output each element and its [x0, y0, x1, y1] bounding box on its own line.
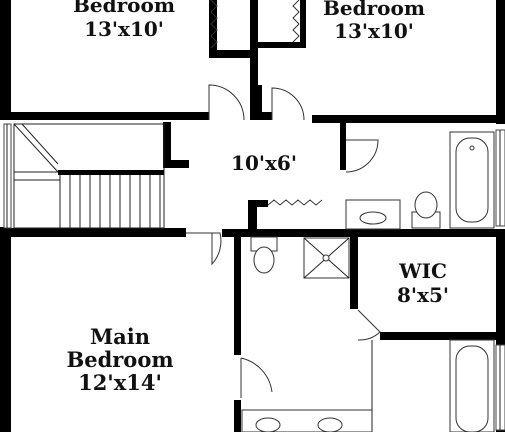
wall-hall-bottom-right: [222, 229, 362, 237]
wall-left-exterior-upper: [0, 0, 11, 120]
wall-closet-divider: [250, 0, 258, 92]
staircase: [13, 123, 165, 229]
sink-right: [317, 417, 343, 432]
main-bedroom-size: 12'x14': [78, 370, 162, 395]
wall-wic-left: [350, 237, 358, 309]
bedroom-left-name: Bedroom: [73, 0, 175, 17]
main-bedroom-name-line1: Main: [90, 324, 150, 349]
wall-main-right: [234, 237, 241, 355]
wall-bedrooms-bottom-left: [0, 112, 209, 120]
bedroom-right-size: 13'x10': [334, 19, 414, 43]
door-ensuite: [240, 357, 273, 393]
toilet-ensuite: [253, 246, 275, 274]
door-bedroom-left: [208, 84, 245, 121]
hall-size: 10'x6': [231, 151, 297, 175]
wall-closet-right: [300, 0, 306, 48]
closet-doors: [210, 0, 323, 206]
windows: [3, 123, 505, 431]
wall-right-exterior-lower: [496, 230, 505, 432]
wall-left-exterior-lower: [0, 227, 11, 432]
main-bedroom-name-line2: Bedroom: [66, 347, 173, 372]
sink-upper: [359, 211, 387, 225]
wall-linen-top: [248, 200, 268, 207]
door-main-bedroom: [186, 232, 222, 266]
wall-hall-right: [340, 120, 346, 170]
bedroom-right-name: Bedroom: [323, 0, 425, 20]
wall-closet-bottom-right: [258, 42, 306, 48]
wall-stair-bottom: [0, 228, 186, 237]
door-bath: [345, 139, 379, 173]
closet-door-left: [210, 0, 218, 49]
wall-main-right-lower: [234, 400, 241, 432]
wall-bath-top: [346, 229, 505, 237]
bathroom-fixtures: [241, 131, 495, 432]
wic-size: 8'x5': [397, 283, 449, 307]
stair-rail: [58, 170, 164, 175]
wall-right-exterior-upper: [496, 0, 505, 124]
linen-bifold-door: [267, 199, 323, 206]
wall-hall-left-upper: [163, 122, 171, 168]
sink-left: [255, 417, 281, 432]
door-wic: [357, 309, 381, 341]
wall-linen-left: [248, 200, 257, 237]
closet-door-right: [292, 0, 300, 43]
wall-wic-bottom: [380, 332, 505, 340]
wall-hall-top-stub: [262, 112, 272, 120]
room-labels: Bedroom 13'x10' Bedroom 13'x10' 10'x6' W…: [66, 0, 449, 395]
door-bedroom-right: [271, 87, 305, 121]
bedroom-left-size: 13'x10': [84, 17, 164, 41]
wall-hall-left-foot: [163, 160, 189, 168]
toilet-upper: [414, 191, 438, 219]
wall-closet-left: [209, 0, 217, 58]
wall-closet-stub: [250, 85, 262, 120]
wall-bedrooms-bottom-right: [312, 115, 505, 123]
door-swings: [186, 84, 381, 398]
stair-treads: [59, 172, 161, 228]
wic-name: WIC: [398, 259, 447, 283]
wall-closet-bottom-left: [209, 50, 257, 58]
